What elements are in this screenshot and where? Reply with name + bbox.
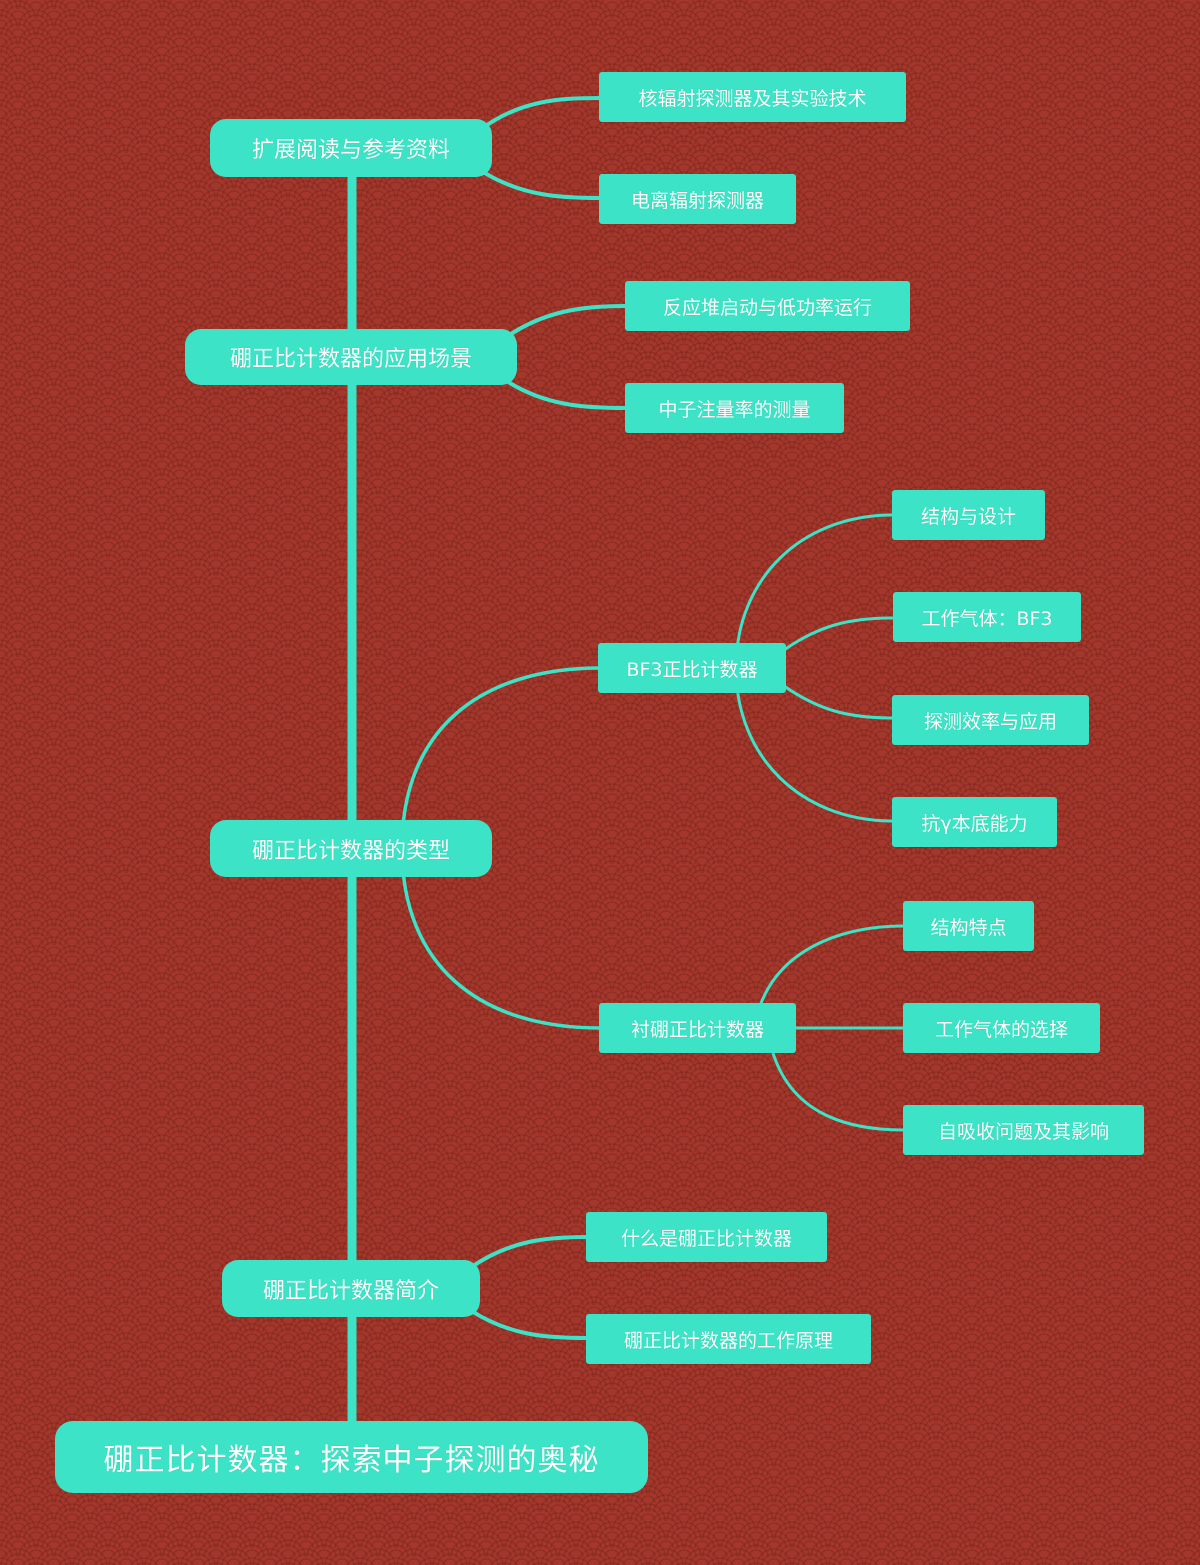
subbranch-bf3-counter[interactable]: BF3正比计数器 [598, 643, 786, 693]
connector-intro-1 [468, 1235, 589, 1270]
connector-types-bf3 [400, 666, 602, 850]
branch-extended-reading[interactable]: 扩展阅读与参考资料 [210, 119, 492, 177]
leaf-lined-self-absorption[interactable]: 自吸收问题及其影响 [903, 1105, 1144, 1155]
connector-bf3-3 [782, 684, 895, 720]
connector-bf3-1 [734, 513, 895, 670]
leaf-lined-gas-selection[interactable]: 工作气体的选择 [903, 1003, 1100, 1053]
leaf-lined-structure-features[interactable]: 结构特点 [903, 901, 1034, 951]
leaf-ionizing-detector-book[interactable]: 电离辐射探测器 [599, 174, 796, 224]
connector-types-lined [400, 846, 602, 1030]
subbranch-boron-lined-counter[interactable]: 衬硼正比计数器 [599, 1003, 796, 1053]
connector-lined-3 [770, 1048, 906, 1132]
connector-bf3-4 [734, 666, 895, 823]
leaf-nuclear-detector-book[interactable]: 核辐射探测器及其实验技术 [599, 72, 906, 122]
connector-lined-1 [758, 924, 906, 1008]
leaf-what-is-counter[interactable]: 什么是硼正比计数器 [586, 1212, 827, 1262]
branch-introduction[interactable]: 硼正比计数器简介 [222, 1260, 480, 1317]
root-topic[interactable]: 硼正比计数器：探索中子探测的奥秘 [55, 1421, 648, 1493]
branch-applications[interactable]: 硼正比计数器的应用场景 [185, 329, 517, 385]
leaf-working-principle[interactable]: 硼正比计数器的工作原理 [586, 1314, 871, 1364]
connector-reading-2 [478, 168, 602, 200]
connector-bf3-2 [782, 616, 895, 652]
leaf-bf3-gamma-rejection[interactable]: 抗γ本底能力 [892, 797, 1057, 847]
connector-app-1 [503, 304, 627, 340]
connector-app-2 [503, 378, 627, 410]
connector-intro-2 [468, 1308, 589, 1340]
leaf-bf3-efficiency-application[interactable]: 探测效率与应用 [892, 695, 1089, 745]
leaf-bf3-working-gas[interactable]: 工作气体：BF3 [893, 592, 1081, 642]
leaf-neutron-fluence-measurement[interactable]: 中子注量率的测量 [625, 383, 844, 433]
leaf-bf3-structure-design[interactable]: 结构与设计 [892, 490, 1045, 540]
connector-reading-1 [478, 96, 602, 132]
branch-types[interactable]: 硼正比计数器的类型 [210, 820, 492, 877]
leaf-reactor-startup[interactable]: 反应堆启动与低功率运行 [625, 281, 910, 331]
